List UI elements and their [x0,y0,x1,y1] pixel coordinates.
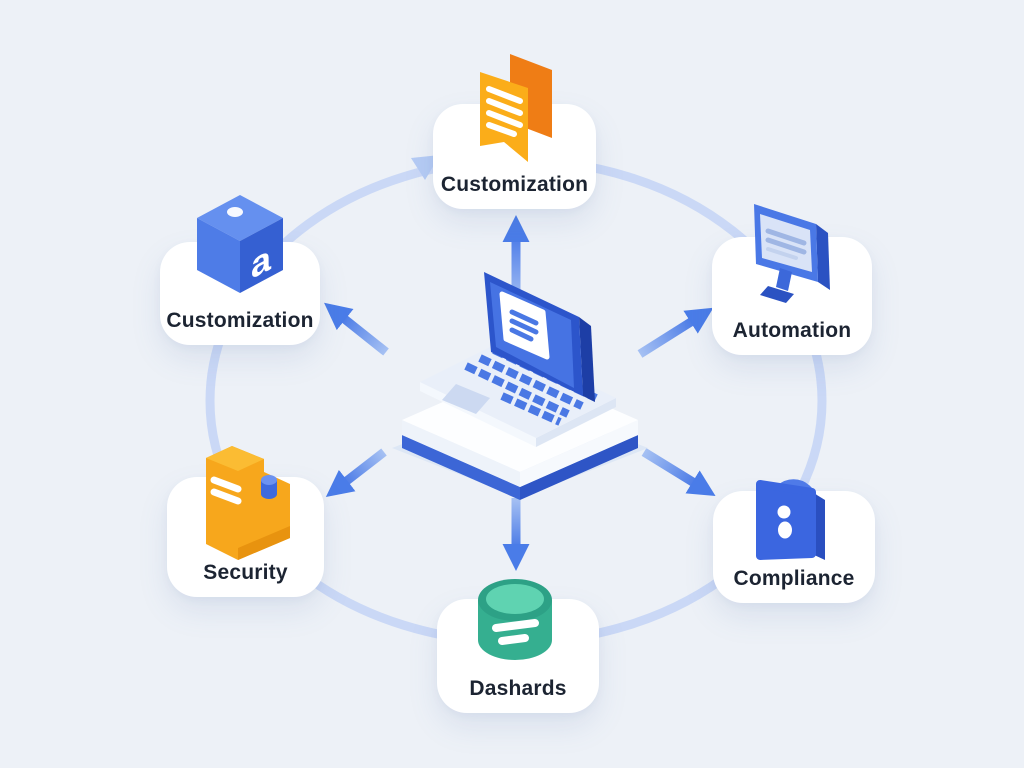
node-card-customization-top: Customization [433,104,596,209]
lock-icon [755,450,850,565]
node-label: Automation [732,319,852,342]
ring-arrowhead [411,155,440,180]
database-icon [468,570,563,670]
cube-icon: a [192,186,292,298]
laptop-screen [484,272,595,402]
laptop-icon [390,250,650,502]
node-label: Compliance [733,567,855,590]
node-label: Customization [440,173,589,196]
trackpad [442,384,490,414]
monitor-icon [742,194,842,306]
radial-arrow-right-top [637,307,714,358]
documents-icon [470,50,565,168]
cube-letter: a [251,237,272,288]
radial-arrow-left-bottom [325,448,387,498]
node-label: Dashards [469,677,567,700]
folder-icon [200,438,295,563]
radial-arrow-right-bottom [641,448,716,497]
laptop-base [420,342,616,447]
node-label: Security [203,561,288,584]
node-label: Customization [166,309,314,332]
radial-arrow-left-top [324,302,389,356]
